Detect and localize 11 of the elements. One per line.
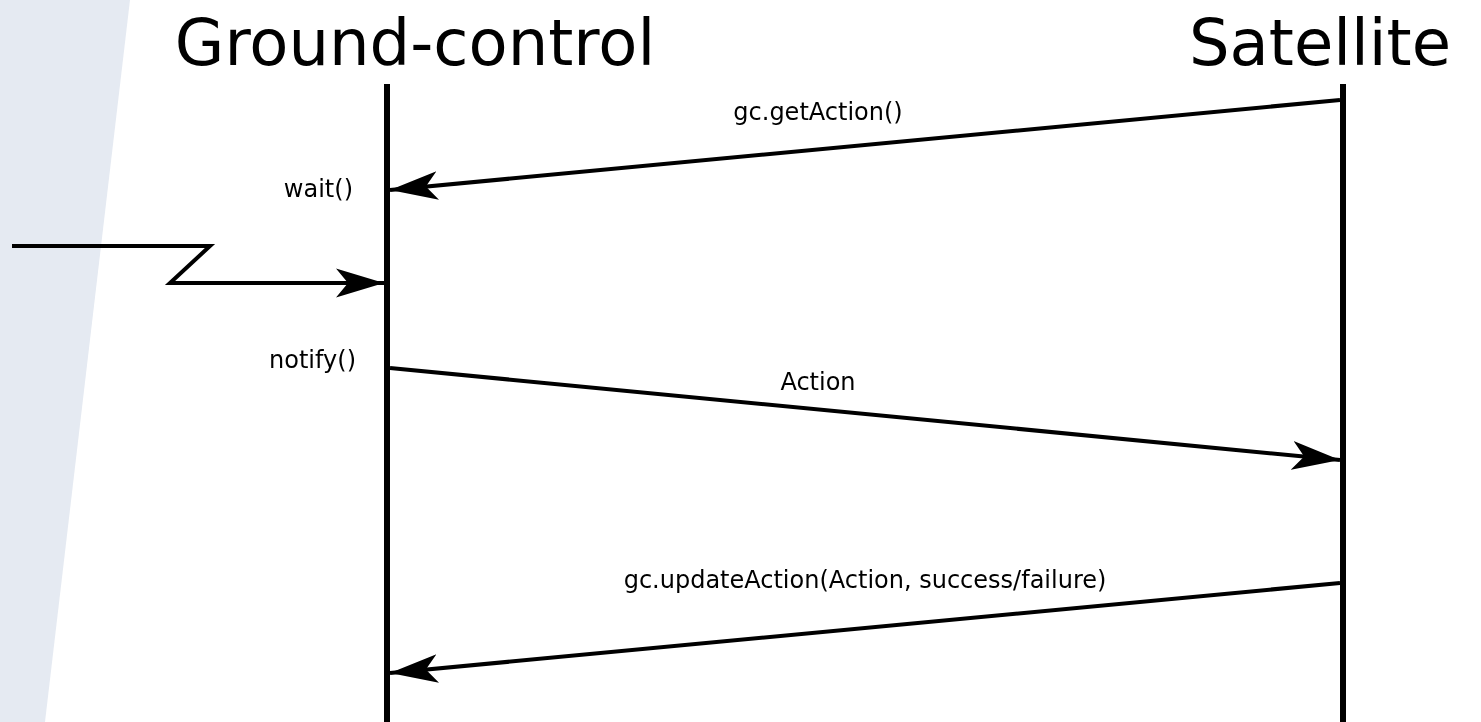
lightning-arrow xyxy=(12,244,384,298)
message-arrow xyxy=(389,581,1341,683)
message-label: Action xyxy=(780,368,856,396)
message-arrow xyxy=(389,366,1341,470)
message-label: gc.updateAction(Action, success/failure) xyxy=(623,566,1107,594)
message-label: gc.getAction() xyxy=(733,98,903,126)
method-call-label: notify() xyxy=(269,346,356,374)
method-call-label: wait() xyxy=(283,175,353,203)
lifeline-title: Ground-control xyxy=(173,8,657,78)
lifeline-title: Satellite xyxy=(1187,8,1453,78)
message-arrow xyxy=(389,98,1341,200)
